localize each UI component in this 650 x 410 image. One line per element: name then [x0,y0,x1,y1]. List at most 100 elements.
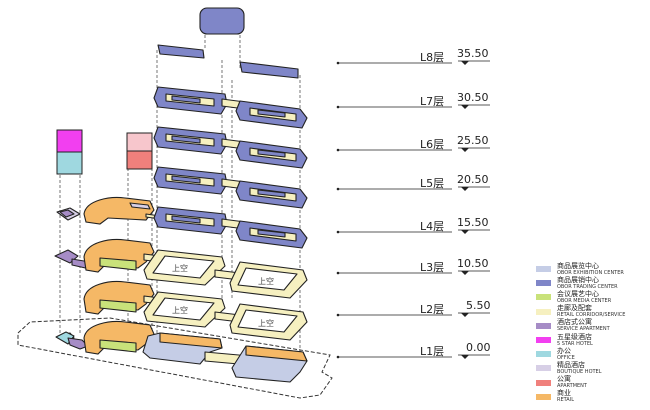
apartment-tower [126,150,153,170]
elevation-value: 10.50 [457,257,489,270]
legend-label-en: OFFICE [557,354,575,361]
void-label: 上空 [172,263,188,273]
office-tower [56,151,83,175]
retail-left [159,332,223,349]
level-l6 [153,126,308,169]
legend-label-en: OBOR EXHIBITION CENTER [557,269,624,276]
legend-label-en: BOUTIQUE HOTEL [557,368,602,375]
legend-label-en: SERVICE APARTMENT [557,326,610,333]
void-right [237,309,298,333]
legend-label-zh: 五星级酒店 [557,332,592,341]
legend-swatch [536,365,551,372]
apartment-tower-top [126,132,153,152]
media-center-block [99,257,137,271]
legend-label-zh: 会议展艺中心 [557,289,599,298]
elevation-marker-icon [461,271,469,275]
l8-bar-right [239,61,299,79]
level-dot [336,230,340,234]
elevation-marker-icon [461,187,469,191]
legend-swatch [536,294,551,301]
level-dot [336,105,340,109]
void-right [237,267,298,291]
legend-label-en: OBOR TRADING CENTER [557,283,618,290]
level-label: L1层 [420,345,445,358]
level-label: L2层 [420,303,445,316]
legend-swatch [536,266,551,273]
legend-label-zh: 精品酒店 [557,360,585,369]
legend-label-zh: 酒店式公寓 [557,318,592,327]
level-l7 [153,86,308,129]
level-l1 [55,320,308,383]
hotel-tower [56,129,83,153]
level-l5 [153,166,308,209]
legend-label-zh: 办公 [557,346,571,355]
level-dot [336,187,340,191]
elevation-value: 20.50 [457,173,489,186]
retail-wing [83,196,155,225]
legend-swatch [536,280,551,287]
legend-label-zh: 商品展览中心 [557,261,599,270]
l8-roof-block [199,7,245,35]
elevation-value: 25.50 [457,134,489,147]
elevation-marker-icon [461,230,469,234]
level-label: L7层 [420,95,445,108]
level-label: L3层 [420,261,445,274]
level-l8 [157,7,299,79]
legend-swatch [536,322,551,329]
level-dot [336,313,340,317]
boutique-strip [129,202,151,210]
level-label: L6层 [420,138,445,151]
legend-swatch [536,351,551,358]
media-center-block [99,339,137,353]
inner-unit [257,149,286,158]
legend-label-zh: 商品展销中心 [557,275,599,284]
level-label: L5层 [420,177,445,190]
level-l4 [56,196,308,249]
elevation-marker-icon [461,355,469,359]
legend-label-en: RETAIL [557,397,574,404]
void-label: 上空 [172,305,188,315]
level-label: L8层 [420,51,445,64]
legend-label-en: RETAIL CORRIDOR/SERVICE [557,312,626,319]
level-dot [336,61,340,65]
legend-label-zh: 商业 [557,389,571,398]
level-dot [336,271,340,275]
site-boundary-dashed [17,317,333,399]
elevation-marker-icon [461,105,469,109]
elevation-marker-icon [461,313,469,317]
inner-unit [171,215,201,224]
legend-swatch [536,393,551,400]
level-dot [336,148,340,152]
l8-bar-left [157,44,205,59]
elevation-value: 5.50 [466,299,491,312]
void-left [152,297,215,321]
elevation-marker-icon [461,148,469,152]
elevation-value: 15.50 [457,216,489,229]
inner-unit [171,95,201,104]
legend-label-en: APARTMENT [557,383,587,390]
legend-swatch [536,379,551,386]
inner-unit [257,109,286,118]
inner-unit [257,229,286,238]
elevation-value: 0.00 [466,341,491,354]
elevation-value: 30.50 [457,91,489,104]
inner-unit [171,135,201,144]
level-lines [336,60,490,359]
level-dot [336,355,340,359]
retail-right [245,345,308,362]
service-apartment-block [59,209,75,218]
inner-unit [257,189,286,198]
legend-label-en: OBOR MEDIA CENTER [557,297,612,304]
